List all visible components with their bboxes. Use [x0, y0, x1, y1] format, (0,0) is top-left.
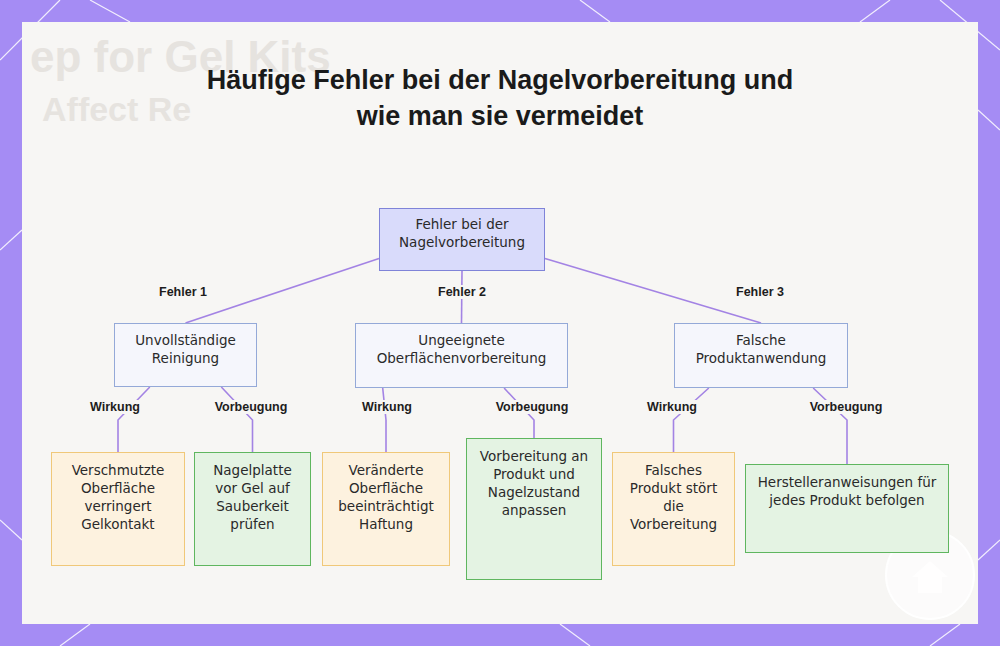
node-text: Falsches Produkt stört die Vorbereitung [621, 461, 726, 533]
edge-label: Wirkung [88, 400, 142, 414]
category-box: Ungeeignete Oberflächenvorbereitung [355, 323, 568, 388]
edge-label: Vorbeugung [494, 400, 571, 414]
prevention-box: Vorbereitung an Produkt und Nagelzustand… [466, 438, 602, 580]
category-box: Unvollständige Reinigung [114, 323, 257, 387]
node-text: Verschmutzte Oberfläche verringert Gelko… [60, 461, 176, 533]
node-text: Nagelplatte vor Gel auf Sauberkeit prüfe… [203, 461, 302, 533]
connector-line [383, 388, 386, 452]
node-text: Veränderte Oberfläche beeinträchtigt Haf… [331, 461, 441, 533]
connector-line [545, 258, 761, 323]
content-panel: ep for Gel KitsAffect Re [22, 22, 978, 624]
diagram-title: Häufige Fehler bei der Nagelvorbereitung… [200, 62, 800, 134]
node-text: Fehler bei der Nagelvorbereitung [388, 215, 536, 251]
edge-label: Fehler 1 [157, 285, 209, 299]
connector-line [118, 387, 150, 452]
effect-box: Falsches Produkt stört die Vorbereitung [612, 452, 735, 566]
edge-label: Wirkung [360, 400, 414, 414]
watermark-text: Affect Re [42, 90, 191, 129]
connector-line [504, 388, 534, 438]
connector-line [461, 271, 463, 323]
edge-label: Wirkung [645, 400, 699, 414]
edge-label: Vorbeugung [213, 400, 290, 414]
node-text: Unvollständige Reinigung [123, 331, 248, 367]
home-icon [882, 527, 978, 623]
watermark-text: ep for Gel Kits [30, 32, 331, 82]
effect-box: Verschmutzte Oberfläche verringert Gelko… [51, 452, 185, 566]
node-text: Ungeeignete Oberflächenvorbereitung [364, 331, 559, 367]
connector-line [221, 387, 252, 452]
category-box: Falsche Produktanwendung [674, 323, 848, 388]
root-box: Fehler bei der Nagelvorbereitung [379, 208, 545, 271]
connector-line [186, 258, 380, 323]
edge-label: Fehler 3 [734, 285, 786, 299]
node-text: Vorbereitung an Produkt und Nagelzustand… [475, 447, 593, 519]
connector-line [674, 388, 709, 452]
prevention-box: Nagelplatte vor Gel auf Sauberkeit prüfe… [194, 452, 311, 566]
node-text: Falsche Produktanwendung [683, 331, 839, 367]
effect-box: Veränderte Oberfläche beeinträchtigt Haf… [322, 452, 450, 566]
prevention-box: Herstelleranweisungen für jedes Produkt … [745, 464, 949, 553]
connector-line [813, 388, 847, 464]
edge-label: Fehler 2 [436, 285, 488, 299]
edge-label: Vorbeugung [808, 400, 885, 414]
node-text: Herstelleranweisungen für jedes Produkt … [754, 473, 940, 509]
